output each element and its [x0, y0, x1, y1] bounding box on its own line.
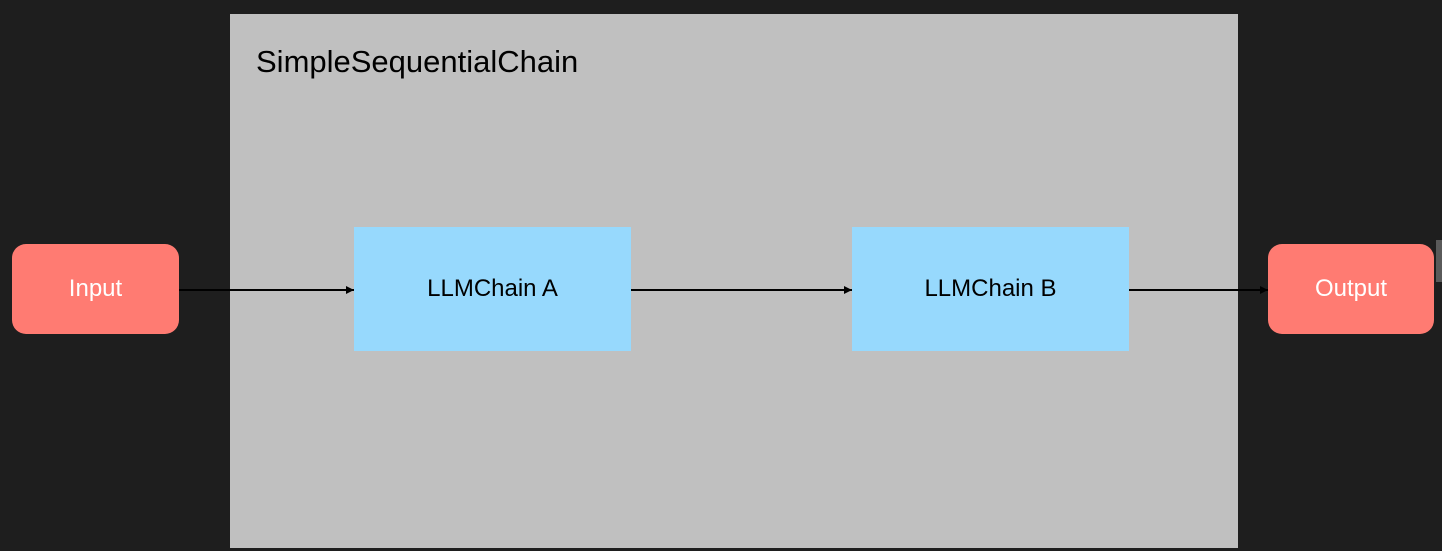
llmchain-b-node: LLMChain B — [852, 227, 1129, 351]
input-node-label: Input — [68, 275, 123, 302]
container-title: SimpleSequentialChain — [256, 44, 579, 79]
llmchain-a-node: LLMChain A — [354, 227, 631, 351]
output-node-label: Output — [1314, 275, 1388, 302]
input-node: Input — [12, 244, 179, 334]
llmchain-a-label: LLMChain A — [427, 275, 558, 302]
output-node: Output — [1268, 244, 1434, 334]
llmchain-b-label: LLMChain B — [924, 275, 1057, 302]
edge-handle — [1436, 240, 1442, 282]
